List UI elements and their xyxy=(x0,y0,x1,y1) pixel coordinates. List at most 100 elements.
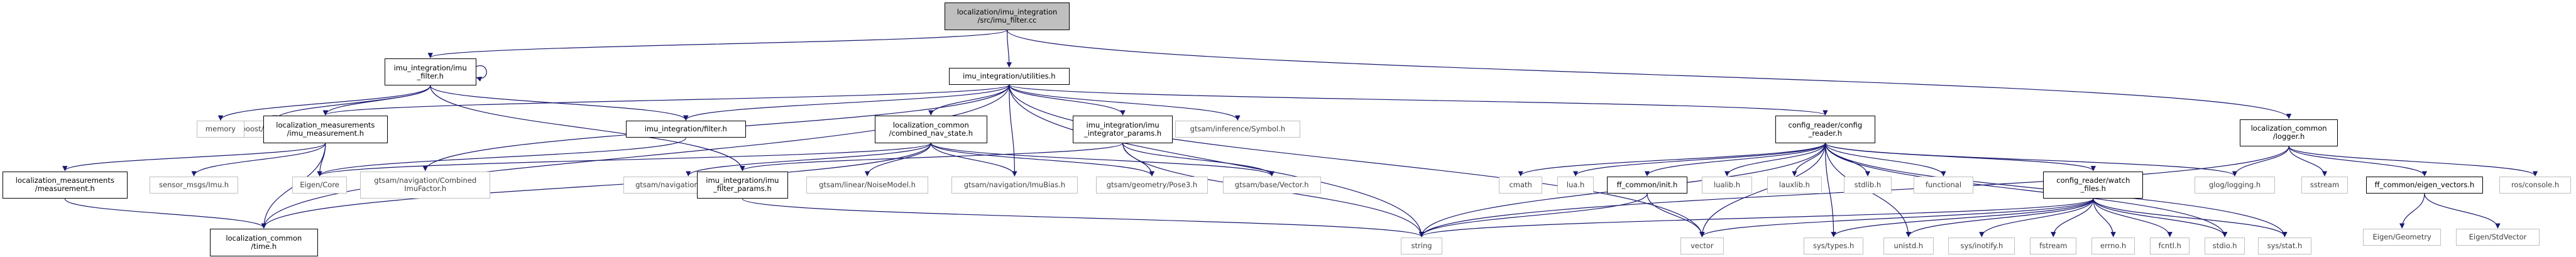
node-symbol: gtsam/inference/Symbol.h xyxy=(1175,121,1300,138)
edge-config_reader-to-cmath xyxy=(1518,143,1826,177)
edge-watch_files-to-string xyxy=(1419,198,2094,238)
node-label-line: sys/types.h xyxy=(1812,241,1855,250)
node-label-line: stdio.h xyxy=(2212,241,2237,250)
node-imu-measurement[interactable]: localization_measurements/imu_measuremen… xyxy=(263,116,388,143)
node-measurement[interactable]: localization_measurements/measurement.h xyxy=(2,171,128,199)
node-filter-params[interactable]: imu_integration/imu_filter_params.h xyxy=(696,171,789,199)
node-label-line: gtsam/navigation/Combined xyxy=(374,176,477,185)
node-sys-inotify: sys/inotify.h xyxy=(1948,237,2015,254)
edge-imu_measurement-to-sensor_msgs xyxy=(191,143,326,177)
edge-combined_nav-to-navstate xyxy=(686,143,931,177)
node-sensor-msgs: sensor_msgs/Imu.h xyxy=(150,176,238,194)
node-label-line: sstream xyxy=(2310,180,2340,189)
node-label-line: localization/imu_integration xyxy=(956,7,1058,16)
edge-utilities-to-imubias xyxy=(1009,84,1017,177)
node-stdio: stdio.h xyxy=(2205,237,2245,254)
edge-eigen_vectors-to-eigen_stdvector xyxy=(2424,194,2501,229)
node-label-line: imu_integration/imu xyxy=(1086,120,1159,129)
node-sys-stat: sys/stat.h xyxy=(2258,237,2311,254)
node-imu-filter2[interactable]: imu_integration/filter.h xyxy=(625,121,746,138)
node-label-line: localization_measurements xyxy=(15,176,114,185)
node-label-line: lauxlib.h xyxy=(1779,180,1810,189)
edge-utilities-to-integrator_params xyxy=(1009,84,1126,116)
node-label-line: localization_common xyxy=(2250,124,2327,133)
edge-filter_h-to-boost_optional xyxy=(272,85,431,121)
node-label-line: ff_common/eigen_vectors.h xyxy=(2374,180,2475,189)
node-combined-nav[interactable]: localization_common/combined_nav_state.h xyxy=(874,116,987,143)
node-lauxlib: lauxlib.h xyxy=(1767,176,1822,194)
edge-combined_nav-to-eigen_core xyxy=(317,143,931,177)
edge-root-to-logger xyxy=(1006,30,2292,119)
edge-watch_files-to-unistd xyxy=(1905,199,2094,238)
node-eigen-vectors[interactable]: ff_common/eigen_vectors.h xyxy=(2366,176,2483,194)
node-label-line: Eigen/Core xyxy=(300,180,339,189)
edge-utilities-to-time xyxy=(261,84,1010,229)
node-label-line: _files.h xyxy=(2080,184,2106,194)
node-ff-init[interactable]: ff_common/init.h xyxy=(1607,176,1687,194)
node-label-line: gtsam/navigation/ImuBias.h xyxy=(963,180,1066,189)
node-root[interactable]: localization/imu_integration/src/imu_fil… xyxy=(945,3,1070,30)
node-label-line: unistd.h xyxy=(1894,241,1924,250)
node-label-line: gtsam/base/Vector.h xyxy=(1234,180,1309,189)
edge-logger-to-eigen_vectors xyxy=(2288,146,2428,177)
node-label-line: sys/inotify.h xyxy=(1960,241,2003,250)
edge-filter_h-to-filter_h xyxy=(476,65,487,82)
edge-eigen_vectors-to-eigen_geometry xyxy=(2399,194,2425,229)
node-string: string xyxy=(1400,237,1443,254)
edge-utilities-to-imu_measurement xyxy=(322,84,1010,116)
node-logger[interactable]: localization_common/logger.h xyxy=(2239,119,2338,147)
node-memory: memory xyxy=(196,121,245,138)
node-label-line: errno.h xyxy=(2100,241,2127,250)
node-integrator-params[interactable]: imu_integration/imu_integrator_params.h xyxy=(1073,116,1173,143)
edge-filter_h-to-memory xyxy=(217,85,431,121)
node-time[interactable]: localization_common/time.h xyxy=(209,229,318,256)
node-utilities[interactable]: imu_integration/utilities.h xyxy=(948,67,1070,85)
node-imubias: gtsam/navigation/ImuBias.h xyxy=(951,176,1078,194)
edge-config_reader-to-lauxlib xyxy=(1792,143,1826,177)
edge-logger-to-sstream xyxy=(2288,146,2328,177)
node-cmath: cmath xyxy=(1499,176,1543,194)
edge-utilities-to-vector xyxy=(1009,84,1705,238)
node-noise-model: gtsam/linear/NoiseModel.h xyxy=(806,176,928,194)
node-sstream: sstream xyxy=(2301,176,2349,194)
node-label-line: localization_common xyxy=(226,233,302,243)
edge-ff_init-to-string xyxy=(1418,193,1648,238)
node-label-line: gtsam/geometry/Pose3.h xyxy=(1106,180,1198,189)
node-label-line: sensor_msgs/Imu.h xyxy=(159,180,229,189)
edge-watch_files-to-fstream xyxy=(2051,199,2094,238)
node-fstream: fstream xyxy=(2030,237,2077,254)
node-vector-h: gtsam/base/Vector.h xyxy=(1222,176,1321,194)
node-watch-files[interactable]: config_reader/watch_files.h xyxy=(2043,171,2144,199)
node-vector: vector xyxy=(1680,237,1724,254)
node-label-line: _reader.h xyxy=(1808,128,1843,138)
edge-integrator_params-to-filter_params xyxy=(740,143,1124,172)
node-stdlib: stdlib.h xyxy=(1843,176,1892,194)
edge-filter_h-to-filter_params xyxy=(430,85,745,172)
node-pose3: gtsam/geometry/Pose3.h xyxy=(1096,176,1208,194)
node-filter-h[interactable]: imu_integration/imu_filter.h xyxy=(384,58,476,86)
node-glog: glog/logging.h xyxy=(2195,176,2275,194)
node-label-line: /combined_nav_state.h xyxy=(889,128,973,138)
node-label-line: localization_common xyxy=(892,120,969,129)
edge-watch_files-to-sys_inotify xyxy=(1979,199,2094,238)
edge-logger-to-ros_console xyxy=(2288,146,2538,177)
node-config-reader[interactable]: config_reader/config_reader.h xyxy=(1775,116,1875,143)
node-label-line: lualib.h xyxy=(1714,180,1741,189)
node-label-line: gtsam/linear/NoiseModel.h xyxy=(819,180,916,189)
edge-combined_nav-to-vector_h xyxy=(930,143,1274,177)
node-sys-types: sys/types.h xyxy=(1803,237,1864,254)
node-label-line: glog/logging.h xyxy=(2208,180,2261,189)
edge-filter_params-to-string xyxy=(742,198,1424,238)
edge-config_reader-to-glog xyxy=(1824,143,2238,177)
node-lualib: lualib.h xyxy=(1702,176,1752,194)
node-label-line: fstream xyxy=(2039,241,2068,250)
node-label-line: config_reader/config xyxy=(1788,120,1863,129)
node-label-line: /measurement.h xyxy=(35,184,95,194)
node-label-line: /imu_measurement.h xyxy=(287,128,364,138)
edge-combined_nav-to-noise_model xyxy=(864,143,931,177)
node-label-line: config_reader/watch xyxy=(2056,176,2130,185)
node-label-line: _filter.h xyxy=(417,71,444,80)
